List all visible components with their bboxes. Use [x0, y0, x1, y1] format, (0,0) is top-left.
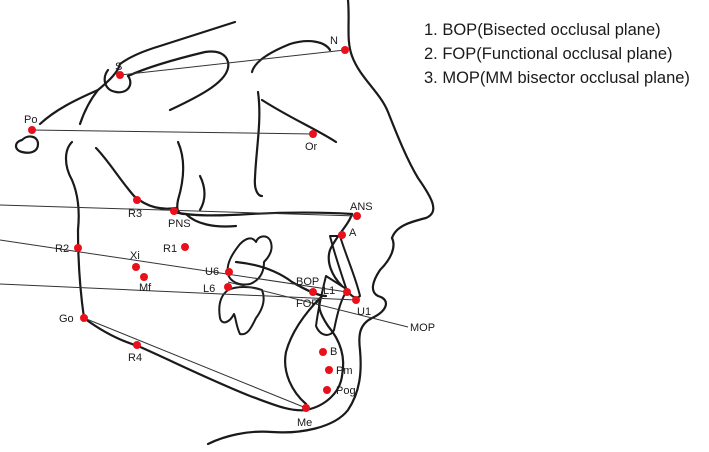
label-Go: Go	[59, 313, 74, 325]
landmark-A-dot	[338, 231, 346, 239]
palatal-process	[184, 212, 238, 228]
soft-tissue-lip	[358, 236, 395, 352]
label-ANS: ANS	[350, 201, 373, 213]
label-R3: R3	[128, 208, 142, 220]
landmark-dots	[28, 46, 361, 412]
reference-lines	[0, 49, 409, 409]
skull-outline	[14, 0, 435, 446]
soft-tissue-forehead	[346, 0, 354, 58]
orbit-rim	[253, 90, 264, 198]
landmark-Pog-dot	[323, 386, 331, 394]
landmark-N-dot	[341, 46, 349, 54]
label-Pog: Pog	[336, 385, 356, 397]
frankfort-line	[31, 129, 314, 135]
label-U1: U1	[357, 306, 371, 318]
sella-turcica	[103, 68, 132, 94]
label-R1: R1	[163, 243, 177, 255]
landmark-ANS-dot	[353, 212, 361, 220]
label-N: N	[330, 35, 338, 47]
label-FOP: FOP	[296, 298, 319, 310]
maxillary-tuberosity	[198, 174, 206, 212]
clivus-outline	[78, 88, 100, 126]
landmark-BOP-dot	[309, 288, 317, 296]
mandibular-plane	[83, 317, 307, 409]
label-A: A	[349, 227, 357, 239]
landmark-PNS-dot	[170, 207, 178, 215]
palate-outline	[172, 210, 354, 217]
label-PNS: PNS	[168, 218, 191, 230]
palatal-line	[0, 204, 358, 217]
label-R4: R4	[128, 352, 142, 364]
bop-line	[0, 239, 348, 293]
soft-tissue-nose	[350, 54, 435, 240]
label-Pm: Pm	[336, 365, 353, 377]
label-MOP: MOP	[410, 322, 435, 334]
legend-item-mop: 3. MOP(MM bisector occlusal plane)	[424, 69, 690, 87]
lower-incisor	[315, 275, 349, 336]
ear-outline	[14, 135, 40, 154]
ramus-posterior	[76, 228, 86, 320]
label-L1: L1	[323, 285, 335, 297]
landmark-B-dot	[319, 348, 327, 356]
legend-item-bop: 1. BOP(Bisected occlusal plane)	[424, 21, 661, 39]
orbital-floor	[260, 98, 338, 144]
sn-line	[119, 49, 346, 76]
planum-outline	[126, 50, 230, 112]
label-BOP: BOP	[296, 276, 319, 288]
landmark-R3-dot	[133, 196, 141, 204]
label-B: B	[330, 346, 337, 358]
landmark-L6-dot	[224, 283, 232, 291]
landmark-U1-dot	[352, 296, 360, 304]
pterygoid-outline	[176, 140, 186, 216]
coronoid-outline	[94, 146, 178, 210]
label-U6: U6	[205, 266, 219, 278]
mandible-lower-border	[82, 316, 344, 412]
mop-line	[227, 281, 409, 328]
label-R2: R2	[55, 243, 69, 255]
landmark-U6-dot	[225, 268, 233, 276]
landmark-R2-dot	[74, 244, 82, 252]
condyle-outline	[64, 140, 80, 232]
landmark-Pm-dot	[325, 366, 333, 374]
landmark-labels: S N Po Or R3 PNS ANS A R2 R1 Xi Mf U6 L6…	[24, 35, 435, 429]
fop-line	[0, 283, 357, 301]
label-Mf: Mf	[139, 282, 152, 294]
cranial-base-outline	[38, 20, 237, 126]
landmark-R1-dot	[181, 243, 189, 251]
mandible-inner-symphysis	[284, 294, 324, 406]
alveolar-crest	[234, 260, 328, 298]
label-Or: Or	[305, 141, 318, 153]
landmark-S-dot	[116, 71, 124, 79]
landmark-Me-dot	[302, 404, 310, 412]
landmark-L1-dot	[343, 288, 351, 296]
landmark-Go-dot	[80, 314, 88, 322]
label-S: S	[115, 61, 122, 73]
landmark-Po-dot	[28, 126, 36, 134]
landmark-Mf-dot	[140, 273, 148, 281]
legend-item-fop: 2. FOP(Functional occlusal plane)	[424, 45, 673, 63]
soft-tissue-chin	[206, 348, 362, 446]
label-Xi: Xi	[130, 250, 140, 262]
label-Po: Po	[24, 114, 37, 126]
orbit-outline	[250, 40, 332, 74]
landmark-Or-dot	[309, 130, 317, 138]
plane-legend: 1. BOP(Bisected occlusal plane) 2. FOP(F…	[424, 18, 690, 90]
label-L6: L6	[203, 283, 215, 295]
label-Me: Me	[297, 417, 312, 429]
landmark-R4-dot	[133, 341, 141, 349]
maxilla-anterior	[327, 212, 354, 288]
landmark-Xi-dot	[132, 263, 140, 271]
